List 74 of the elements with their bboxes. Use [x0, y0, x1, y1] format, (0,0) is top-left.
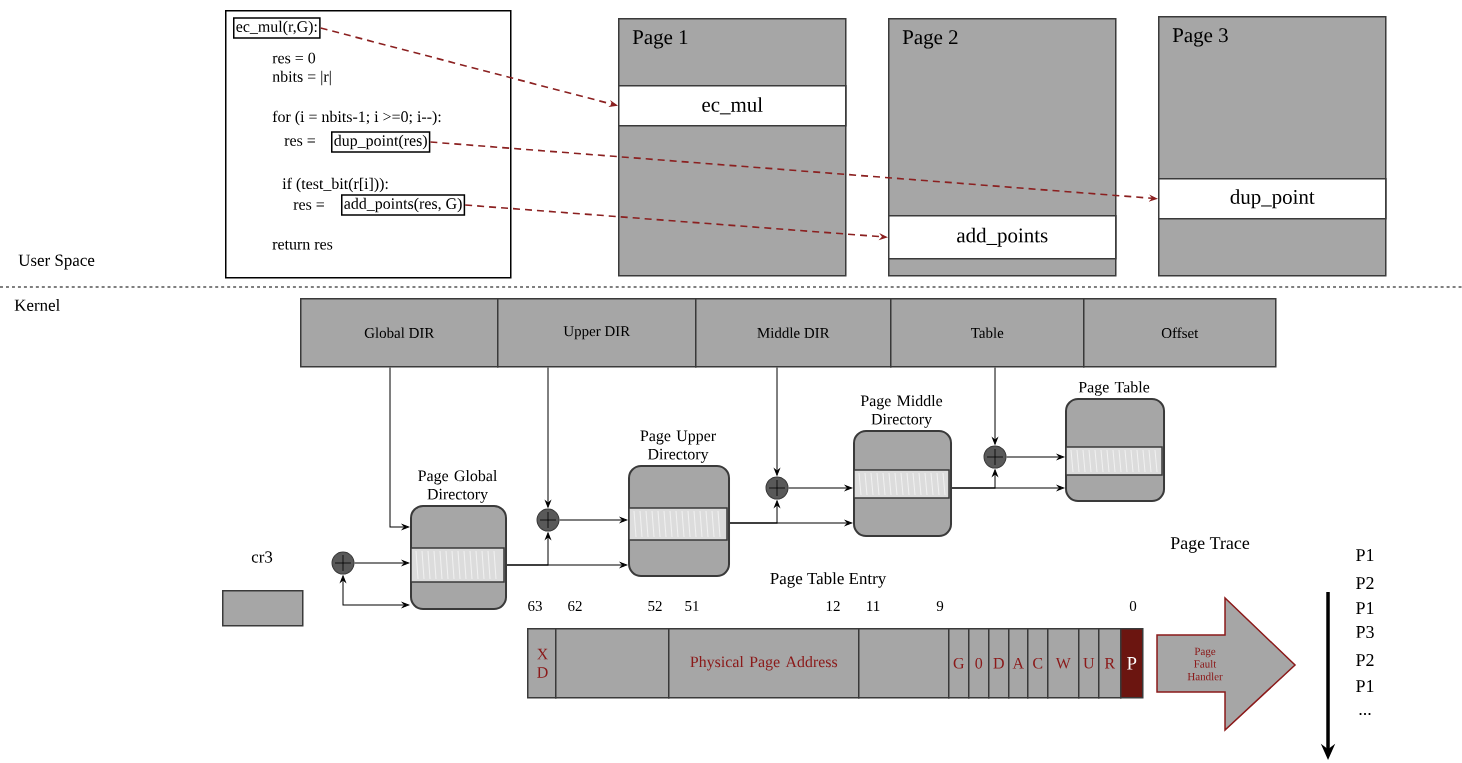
adder-symbol: [765, 476, 789, 500]
node-label: Page Middle Directory: [860, 394, 943, 428]
arrow: [506, 532, 551, 566]
code-listing-box: [225, 10, 512, 279]
arrow: [340, 575, 410, 608]
page-table-drawing: Page Global Directory: [410, 469, 507, 610]
list-title: Page Trace: [1170, 537, 1250, 553]
bit-field: D: [988, 628, 1010, 699]
code-line: res =: [293, 202, 324, 210]
arrow: [1006, 454, 1065, 460]
bit-field: P: [1120, 628, 1144, 699]
address-field: Offset: [1083, 298, 1277, 368]
code-line: if (test_bit(r[i])):: [282, 177, 388, 193]
bit-number: 52: [648, 601, 662, 611]
arrow: [992, 367, 998, 445]
function-block: ec_mul: [618, 85, 847, 127]
node-label: cr3: [251, 551, 273, 563]
node-label: Page Global Directory: [418, 469, 498, 503]
bit-field: X D: [527, 628, 557, 699]
bit-number: 0: [1129, 600, 1137, 612]
trace-entry: P1: [1356, 680, 1374, 692]
page-table-drawing: Page Table: [1065, 381, 1165, 502]
adder-symbol: [331, 551, 355, 575]
bit-number: 12: [826, 601, 840, 611]
node-label: Page Upper Directory: [640, 430, 716, 463]
highlighted-call: ec_mul(r,G):: [233, 17, 321, 39]
bit-number: 9: [936, 601, 944, 611]
adder-symbol: [536, 508, 560, 532]
arrow: [354, 560, 410, 566]
code-line: res = 0: [272, 52, 316, 64]
bit-field: W: [1047, 628, 1080, 699]
region-label: User Space: [18, 254, 95, 270]
code-line: for (i = nbits-1; i >=0; i--):: [272, 110, 441, 126]
bit-field: R: [1098, 628, 1122, 699]
arrow: [788, 485, 853, 491]
function-block: dup_point: [1158, 178, 1387, 220]
trace-entry: P3: [1356, 626, 1374, 639]
arrow: [545, 367, 551, 508]
bit-field: U: [1078, 628, 1100, 699]
highlighted-call: add_points(res, G): [341, 194, 466, 216]
address-field: Middle DIR: [695, 298, 892, 368]
bit-number: 62: [568, 601, 582, 611]
bit-field: A: [1008, 628, 1029, 699]
adder-symbol: [983, 445, 1007, 469]
page-table-drawing: Page Upper Directory: [628, 430, 730, 577]
trace-entry: P2: [1356, 654, 1374, 666]
arrow: [774, 367, 780, 476]
code-line: return res: [272, 240, 333, 250]
function-block: add_points: [888, 215, 1117, 260]
arrow: [559, 517, 628, 523]
arrow: [729, 500, 780, 524]
trace-entry: P2: [1356, 577, 1374, 589]
arrow: [951, 469, 998, 489]
bit-field: G: [948, 628, 970, 699]
bit-field: C: [1027, 628, 1049, 699]
page-table-drawing: Page Middle Directory: [853, 394, 952, 537]
node-label: Page Table: [1078, 381, 1150, 396]
code-line: nbits = |r|: [272, 70, 331, 86]
arrow: [402, 524, 410, 530]
code-line: res =: [284, 138, 315, 146]
address-field: Upper DIR: [497, 298, 697, 368]
region-label: Kernel: [14, 299, 60, 311]
trace-entry: P1: [1356, 549, 1374, 561]
bit-field: 0: [968, 628, 990, 699]
bit-number: 51: [685, 601, 699, 611]
trace-entry: ...: [1359, 712, 1371, 716]
bit-number: 11: [867, 601, 880, 611]
diagram-label: Page Table Entry: [770, 572, 887, 588]
trace-entry: P1: [1356, 602, 1374, 614]
address-field: Table: [890, 298, 1085, 368]
register-box: cr3: [222, 551, 304, 627]
highlighted-call: dup_point(res): [331, 131, 431, 153]
bit-number: 63: [528, 601, 542, 611]
address-field: Global DIR: [300, 298, 499, 368]
